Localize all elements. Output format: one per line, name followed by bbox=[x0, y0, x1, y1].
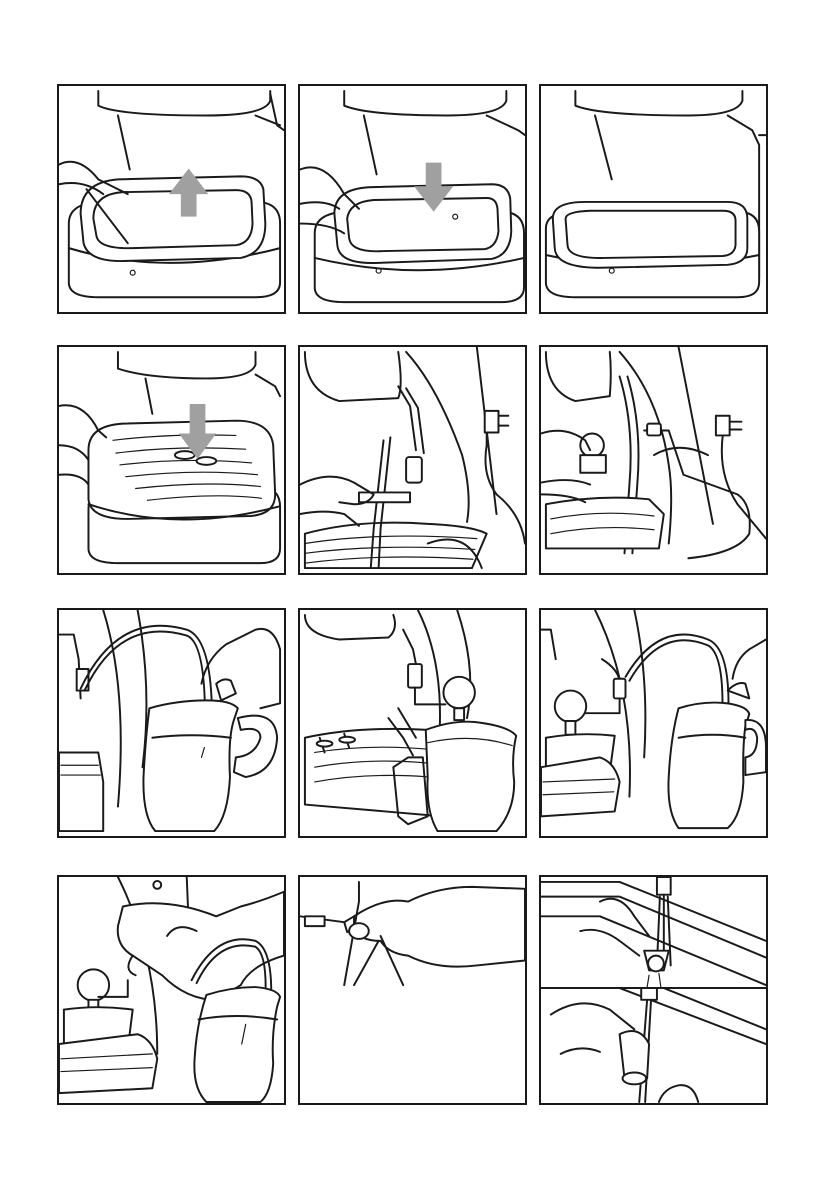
figure-11-top-part bbox=[300, 882, 525, 985]
figure-8-illustration bbox=[300, 610, 525, 836]
figure-11-disassemble-frother-parts bbox=[298, 875, 527, 1105]
figure-6-connect-milk-tube bbox=[539, 345, 768, 575]
figure-10-turn-frother-knob bbox=[57, 875, 286, 1105]
figure-4-illustration bbox=[59, 347, 284, 573]
figure-3-illustration bbox=[541, 86, 766, 312]
figure-12-rinse-frother-under-tap bbox=[539, 875, 768, 1105]
figure-8-frother-over-milk-cup bbox=[298, 608, 527, 838]
figure-1-illustration bbox=[59, 86, 284, 312]
figure-9-illustration bbox=[541, 610, 766, 836]
figure-7-milk-tube-in-jug bbox=[57, 608, 286, 838]
figure-5-illustration bbox=[300, 347, 525, 573]
figure-7-illustration bbox=[59, 610, 284, 836]
figure-5-attach-frother-to-steam-wand bbox=[298, 345, 527, 575]
figure-4-place-drip-grid bbox=[57, 345, 286, 575]
figure-12-top-part bbox=[541, 877, 766, 987]
figure-1-lift-drip-tray-ring bbox=[57, 84, 286, 314]
figure-11-illustration bbox=[300, 877, 525, 1103]
figure-10-illustration bbox=[59, 877, 284, 1103]
figure-6-illustration bbox=[541, 347, 766, 573]
figure-12-illustration bbox=[541, 877, 766, 1103]
figure-3-drip-tray-ring-fitted bbox=[539, 84, 768, 314]
figure-2-illustration bbox=[300, 86, 525, 312]
figure-12-bottom-part bbox=[551, 988, 766, 1102]
figure-2-insert-drip-tray-ring bbox=[298, 84, 527, 314]
figure-9-frother-with-milk-jug bbox=[539, 608, 768, 838]
